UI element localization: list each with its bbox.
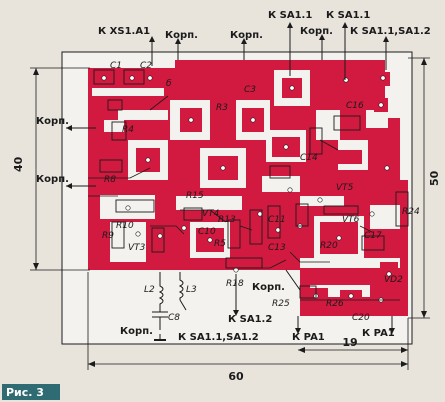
dim-19: 19 — [342, 336, 357, 349]
conn-top-4: К SA1.1 — [326, 10, 370, 21]
conn-bottom-4: Корп. — [120, 326, 153, 337]
conn-top-1: Корп. — [165, 30, 198, 41]
conn-left-0: Корп. — [36, 116, 69, 127]
arrowheads — [66, 22, 395, 334]
conn-bottom-3: К PA1 — [362, 328, 395, 339]
conn-bottom-1: К SA1.1,SA1.2 — [178, 332, 259, 343]
figure-caption: Рис. 3 — [6, 386, 44, 399]
label-vt4: VT4 — [202, 209, 220, 219]
label-vd2: VD2 — [384, 275, 403, 285]
inductor-l3 — [178, 272, 184, 300]
conn-bottom-2: К PA1 — [292, 332, 325, 343]
label-c13: C13 — [268, 243, 286, 253]
designators: C1 C2 C3 C14 C16 C17 C10 C11 C13 C8 C20 … — [102, 61, 420, 323]
label-c16: C16 — [346, 101, 364, 111]
label-r13: R13 — [218, 215, 236, 225]
external-parts — [152, 272, 187, 341]
conn-bottom-5: Корп. — [252, 282, 285, 293]
label-r18: R18 — [226, 279, 244, 289]
label-c14: C14 — [300, 153, 318, 163]
label-c20: C20 — [352, 313, 370, 323]
dim-60: 60 — [228, 370, 244, 383]
conn-bottom-0: К SA1.2 — [228, 314, 272, 325]
label-r4: R4 — [122, 125, 134, 135]
label-c1: C1 — [110, 61, 122, 71]
label-c8: C8 — [168, 313, 180, 323]
label-c11: C11 — [268, 215, 286, 225]
label-r10: R10 — [116, 221, 134, 231]
label-r20: R20 — [320, 241, 338, 251]
label-c17: C17 — [364, 231, 382, 241]
traces — [88, 95, 400, 301]
marker-b: б — [166, 79, 172, 89]
conn-top-0: К XS1.А1 — [98, 26, 150, 37]
label-r5: R5 — [214, 239, 226, 249]
conn-top-5: Корп. — [300, 26, 333, 37]
dim-40: 40 — [12, 156, 25, 172]
label-r8: R8 — [104, 175, 116, 185]
label-c3: C3 — [244, 85, 256, 95]
component-outlines — [93, 69, 409, 299]
label-vt5: VT5 — [336, 183, 354, 193]
label-r15: R15 — [186, 191, 204, 201]
vias — [101, 75, 392, 303]
inductor-l2 — [158, 272, 164, 312]
label-l3: L3 — [186, 285, 197, 295]
dim-50: 50 — [428, 170, 441, 186]
label-vt3: VT3 — [128, 243, 146, 253]
label-r9: R9 — [102, 231, 114, 241]
dimension-lines — [30, 57, 430, 370]
label-c10: C10 — [198, 227, 216, 237]
label-c2: C2 — [140, 61, 152, 71]
caption-box — [2, 384, 60, 400]
label-vt6: VT6 — [342, 215, 360, 225]
label-r24: R24 — [402, 207, 420, 217]
label-l2: L2 — [144, 285, 155, 295]
conn-top-3: К SA1.1 — [268, 10, 312, 21]
conn-top-2: Корп. — [230, 30, 263, 41]
label-r3: R3 — [216, 103, 228, 113]
label-r25: R25 — [272, 299, 290, 309]
dimension-arrows — [33, 58, 427, 367]
conn-top-6: К SA1.1,SA1.2 — [350, 26, 431, 37]
conn-left-1: Корп. — [36, 174, 69, 185]
label-r26: R26 — [326, 299, 344, 309]
